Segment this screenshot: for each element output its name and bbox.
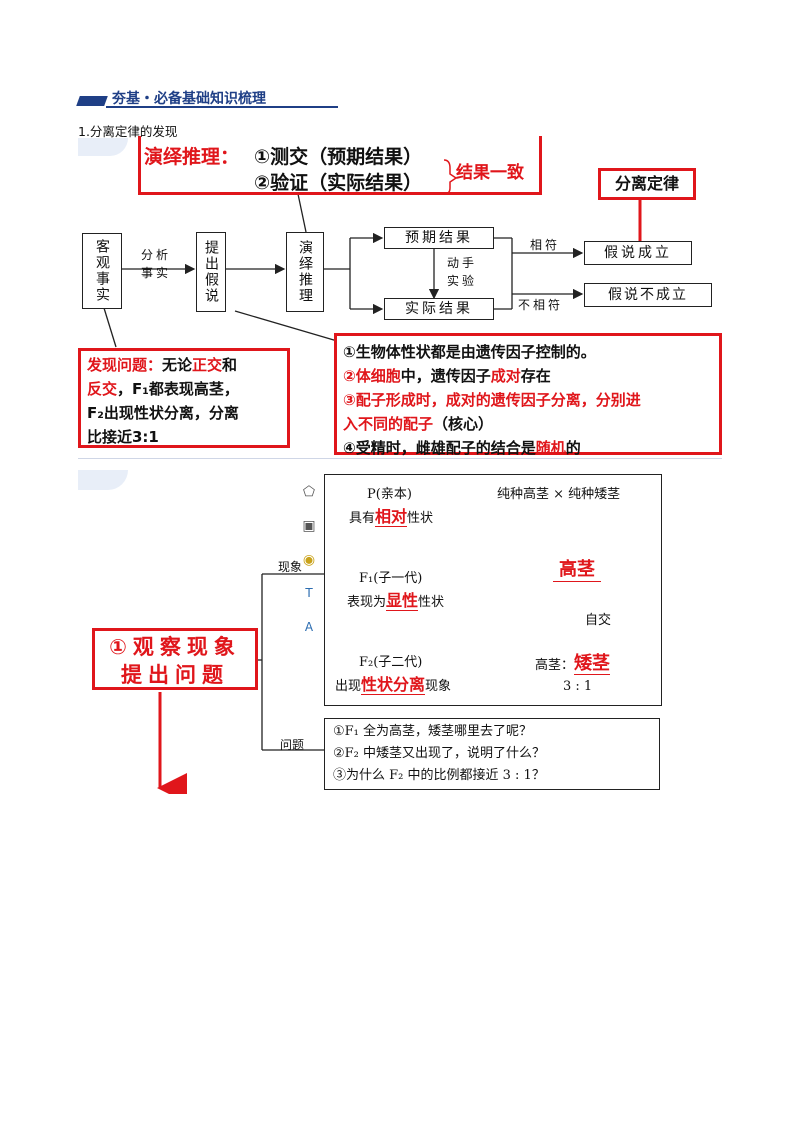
invalid-box: 假说不成立 — [584, 283, 712, 307]
deduction-box — [138, 136, 542, 195]
header-line — [106, 106, 338, 108]
deduction-line-2-text: ②验证（实际结果） — [254, 172, 423, 194]
f1-desc-a: 表现为 — [347, 595, 387, 610]
law-box: 分离定律 — [598, 168, 696, 200]
f1-desc-b: 显性 — [386, 591, 419, 611]
f2-desc-a: 出现 — [335, 679, 362, 694]
f2-result-a: 高茎： — [535, 658, 575, 673]
hyp-2a: ②体细胞 — [343, 367, 401, 385]
step-box: ①观察现象 提出问题 — [92, 628, 258, 690]
problem-l2a: 反交 — [87, 380, 118, 398]
hyp-2b: 中，遗传因子 — [400, 367, 491, 385]
f1-desc-c: 性状 — [418, 595, 445, 610]
step-line-2: 提出问题 — [121, 663, 229, 687]
law-label: 分离定律 — [614, 174, 679, 193]
question-1: ①F₁ 全为高茎，矮茎哪里去了呢？ — [333, 724, 533, 739]
expected-result-label: 预期结果 — [405, 230, 473, 246]
f2-result: 高茎：矮茎 — [535, 649, 611, 675]
experiment-label: 动手实验 — [442, 254, 482, 290]
hyp-3b: 入不同的配子 — [343, 415, 434, 433]
analyze-label: 分析事实 — [136, 246, 176, 282]
experiment-text: 动手实验 — [446, 256, 477, 288]
hyp-2d: 存在 — [520, 367, 551, 385]
format-tool-icon[interactable]: A — [304, 620, 314, 634]
f2-desc-b: 性状分离 — [361, 675, 426, 695]
valid-label: 假说成立 — [604, 245, 672, 261]
phenomenon-label: 现象 — [278, 560, 303, 574]
actual-result-label: 实际结果 — [405, 301, 473, 317]
p-label: P(亲本) — [367, 487, 412, 502]
deduction-line-1: ①测交（预期结果） — [254, 142, 422, 169]
question-3: ③为什么 F₂ 中的比例都接近 3 : 1？ — [333, 768, 545, 783]
corner-decoration-2 — [78, 470, 128, 490]
corner-decoration — [78, 138, 128, 156]
hypothesis-content-box: ①生物体性状都是由遗传因子控制的。 ②体细胞中，遗传因子成对存在 ③配子形成时，… — [334, 333, 722, 457]
hypothesis-box: 提出假说 — [196, 232, 226, 312]
hyp-line-3: ③配子形成时，成对的遗传因子分离，分别进 — [343, 391, 641, 409]
phenomenon-box: P(亲本) 具有相对性状 纯种高茎 × 纯种矮茎 F₁(子一代) 表现为显性性状… — [324, 474, 662, 706]
header-accent — [76, 96, 108, 106]
section-label: 1.分离定律的发现 — [78, 124, 178, 139]
f1-result: 高茎 — [553, 555, 601, 582]
problem-l1a: 无论 — [162, 356, 193, 374]
shape-tool-icon[interactable]: ⬠ — [302, 484, 316, 500]
deduction-line-2: ②验证（实际结果） — [254, 168, 422, 195]
invalid-label: 假说不成立 — [608, 287, 688, 303]
crop-tool-icon[interactable]: ▣ — [302, 518, 316, 534]
problem-box: 发现问题：无论正交和 反交，F₁都表现高茎， F₂出现性状分离，分离 比接近3:… — [78, 348, 290, 448]
text-tool-icon[interactable]: T — [305, 586, 313, 600]
ratio-label: 3 : 1 — [563, 679, 593, 694]
diagram-scientific-method: 演绎推理： ①测交（预期结果） ②验证（实际结果） 结果一致 分离定律 客观事实… — [78, 136, 722, 459]
questions-box: ①F₁ 全为高茎，矮茎哪里去了呢？ ②F₂ 中矮茎又出现了，说明了什么？ ③为什… — [324, 718, 660, 790]
f1-desc: 表现为显性性状 — [347, 587, 444, 611]
selfing-label: 自交 — [585, 613, 612, 628]
expected-result-box: 预期结果 — [384, 227, 494, 249]
objective-facts-box: 客观事实 — [82, 233, 122, 309]
question-2: ②F₂ 中矮茎又出现了，说明了什么？ — [333, 746, 546, 761]
step-line-1: ①观察现象 — [109, 635, 241, 659]
p-desc-c: 性状 — [407, 511, 434, 526]
idea-tool-icon[interactable]: ◉ — [302, 552, 316, 568]
problem-line-2: 反交，F₁都表现高茎， — [87, 377, 281, 401]
hyp-4c: 的 — [565, 439, 581, 457]
p-desc: 具有相对性状 — [349, 503, 433, 527]
mismatch-label: 不相符 — [518, 298, 564, 312]
f2-result-b: 矮茎 — [574, 653, 611, 675]
problem-line-1: 发现问题：无论正交和 — [87, 353, 281, 377]
hyp-line-1: ①生物体性状都是由遗传因子控制的。 — [343, 343, 596, 361]
header-bar — [76, 93, 338, 108]
match-label: 相符 — [530, 238, 561, 252]
p-desc-b: 相对 — [375, 507, 408, 527]
consistent-label: 结果一致 — [456, 163, 524, 183]
diagram-observation: ⬠ ▣ ◉ T A ①观察现象 提出问题 现象 问题 P(亲本) 具有相对性状 … — [78, 470, 722, 794]
p-desc-a: 具有 — [349, 511, 376, 526]
problem-l1c: 和 — [222, 356, 238, 374]
problem-l1b: 正交 — [192, 356, 223, 374]
problem-l2b: ，F₁都表现高茎， — [117, 380, 239, 398]
header-title: 夯基・必备基础知识梳理 — [112, 91, 266, 107]
f2-label: F₂(子二代) — [359, 655, 423, 670]
problem-line-3: F₂出现性状分离，分离 — [87, 404, 239, 422]
problem-line-4: 比接近3:1 — [87, 428, 159, 446]
problem-title: 发现问题： — [87, 356, 163, 374]
question-label: 问题 — [280, 738, 305, 752]
deduction-line-1-text: ①测交（预期结果） — [254, 146, 423, 168]
cross-label: 纯种高茎 × 纯种矮茎 — [497, 487, 621, 502]
hyp-line-4: 入不同的配子（核心） — [343, 412, 713, 436]
f1-label: F₁(子一代) — [359, 571, 423, 586]
hyp-line-5: ④受精时，雌雄配子的结合是随机的 — [343, 436, 713, 460]
f2-desc: 出现性状分离现象 — [335, 671, 451, 695]
diagram1-connectors — [103, 159, 642, 348]
hyp-line-2: ②体细胞中，遗传因子成对存在 — [343, 364, 713, 388]
hyp-2c: 成对 — [490, 367, 521, 385]
hyp-3c: （核心） — [433, 415, 494, 433]
valid-box: 假说成立 — [584, 241, 692, 265]
actual-result-box: 实际结果 — [384, 298, 494, 320]
deduction-title: 演绎推理： — [144, 146, 240, 168]
hyp-4a: ④受精时，雌雄配子的结合是 — [343, 439, 536, 457]
analyze-text: 分析事实 — [140, 248, 171, 280]
hyp-4b: 随机 — [535, 439, 566, 457]
f2-desc-c: 现象 — [425, 679, 452, 694]
deduce-box: 演绎推理 — [286, 232, 324, 312]
